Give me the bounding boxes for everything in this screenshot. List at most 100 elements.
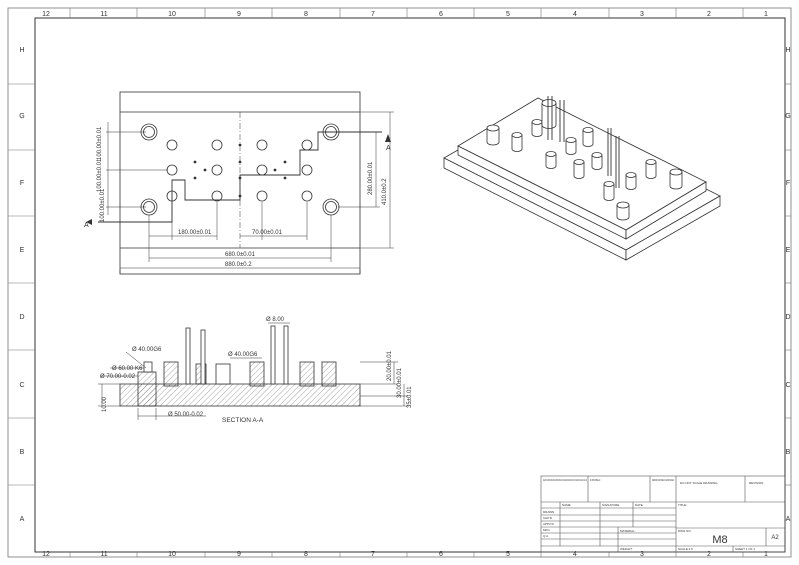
zone-label: 6 [439,11,443,18]
row-qa: Q.A [543,534,548,538]
zone-label: 7 [371,11,375,18]
corner-bushing [322,198,340,216]
inner-border [34,17,786,553]
dimension-lines [106,111,394,274]
dim-d60k6: Ø 60.00 K6 [112,366,143,372]
section-marker-left: A [84,222,89,229]
material-label: MATERIAL: [620,529,636,533]
zone-label: 5 [506,551,510,558]
dim-h20: 20.00±0.01 [387,350,393,381]
name-col: NAME [562,503,571,507]
title-label: TITLE: [678,503,687,507]
section-arrows [86,134,391,225]
row-chkd: CHK'D [543,516,553,520]
dim-d8: Ø 8.00 [266,317,285,323]
zone-label: C [19,382,24,389]
zone-label: 8 [304,551,308,558]
section-dimension-lines [98,322,408,420]
top-view-labels: A A 100.00±0.01 100.00±0.01 100.00±0.01 … [84,126,391,268]
zone-label: B [20,449,25,456]
dim-100-left: 100.00±0.01 [100,188,106,222]
zone-label: F [20,180,24,187]
zone-label: 1 [764,11,768,18]
zone-ticks [8,8,791,557]
pillars [486,99,683,221]
dim-d70: Ø 70.00-0.02 [100,374,136,380]
zone-label: A [20,516,25,523]
inner-holes [166,139,313,202]
dim-d50: Ø 50.00-0.02 [168,412,204,418]
sheet-label: SHEET 1 OF 1 [735,547,755,551]
zone-label: 8 [304,11,308,18]
side-zone-labels: H G F E D C B A H G F E D C B A [19,47,790,523]
dim-d40g6-a: Ø 40.00G6 [132,347,162,353]
zone-label: G [19,113,24,120]
dim-410: 410.0±0.2 [382,178,388,205]
thin-pins [547,96,620,188]
dim-880: 880.0±0.2 [225,262,252,268]
row-drawn: DRAWN [543,510,554,514]
zone-label: E [20,247,25,254]
dim-180: 180.00±0.01 [178,230,212,236]
outer-border [7,7,792,558]
zone-label: 11 [100,11,107,18]
zone-label: D [19,314,24,321]
bottom-zone-labels: 12 11 10 9 8 7 6 5 4 3 2 1 [42,551,768,558]
zone-label: 6 [439,551,443,558]
zone-label: D [785,314,790,321]
dim-h10: 10.00 [102,396,108,412]
zone-label: 2 [707,11,711,18]
dwg-no-label: DWG NO. [678,529,692,533]
unless-note: UNLESS OTHERWISE SPECIFIED: DIMENSIONS A… [543,478,587,482]
title-block [540,475,786,553]
zone-label: A [786,516,791,523]
section-view [98,322,408,420]
zone-label: E [786,247,791,254]
top-zone-labels: 12 11 10 9 8 7 6 5 4 3 2 1 [42,11,768,18]
weight-label: WEIGHT: [620,547,633,551]
dim-100-mid: 100.00±0.01 [97,158,103,192]
zone-label: 9 [237,551,241,558]
zone-label: 4 [573,11,577,18]
dim-70: 70.00±0.01 [252,230,283,236]
zone-label: 10 [168,551,176,558]
scale-label: SCALE:1:5 [678,547,693,551]
dim-280: 280.00±0.01 [368,161,374,195]
dim-680: 680.0±0.01 [225,252,256,258]
drawing-name: M8 [712,534,727,546]
zone-label: H [19,47,24,54]
section-view-labels: Ø 8.00 Ø 40.00G6 Ø 40.00G6 Ø 60.00 K6 Ø … [100,317,413,424]
zone-label: 12 [42,551,50,558]
section-pins [185,325,289,385]
zone-label: F [786,180,790,187]
row-appvd: APPV'D [543,522,555,526]
zone-label: 2 [707,551,711,558]
sheet-size: A2 [771,535,779,541]
top-view [86,91,394,275]
zone-label: G [785,113,790,120]
zone-label: 4 [573,551,577,558]
dim-h35: 35±0.01 [407,386,413,408]
zone-label: 11 [100,551,107,558]
row-mfg: MFG [543,528,550,532]
deburr-note: DEBURR AND BREAK SHARP EDGES [652,478,674,482]
dim-h30: 30.00±0.01 [397,367,403,398]
zone-label: 3 [640,11,644,18]
zone-label: 10 [168,11,176,18]
zone-label: 12 [42,11,50,18]
do-not-scale: DO NOT SCALE DRAWING [680,481,718,485]
plate-outline [119,91,361,275]
section-title: SECTION A-A [222,417,264,424]
zone-label: 3 [640,551,644,558]
finish-label: FINISH: [590,478,601,482]
zone-label: 1 [764,551,768,558]
section-marker-right: A [386,145,391,152]
date-col: DATE [635,503,643,507]
base-plate-section [119,383,361,407]
signature-col: SIGNATURE [602,503,619,507]
dim-d40g6-b: Ø 40.00G6 [228,352,258,358]
revision-label: REVISION [749,481,763,485]
zone-label: 7 [371,551,375,558]
zone-label: 9 [237,11,241,18]
title-block-labels: UNLESS OTHERWISE SPECIFIED: DIMENSIONS A… [543,478,763,551]
